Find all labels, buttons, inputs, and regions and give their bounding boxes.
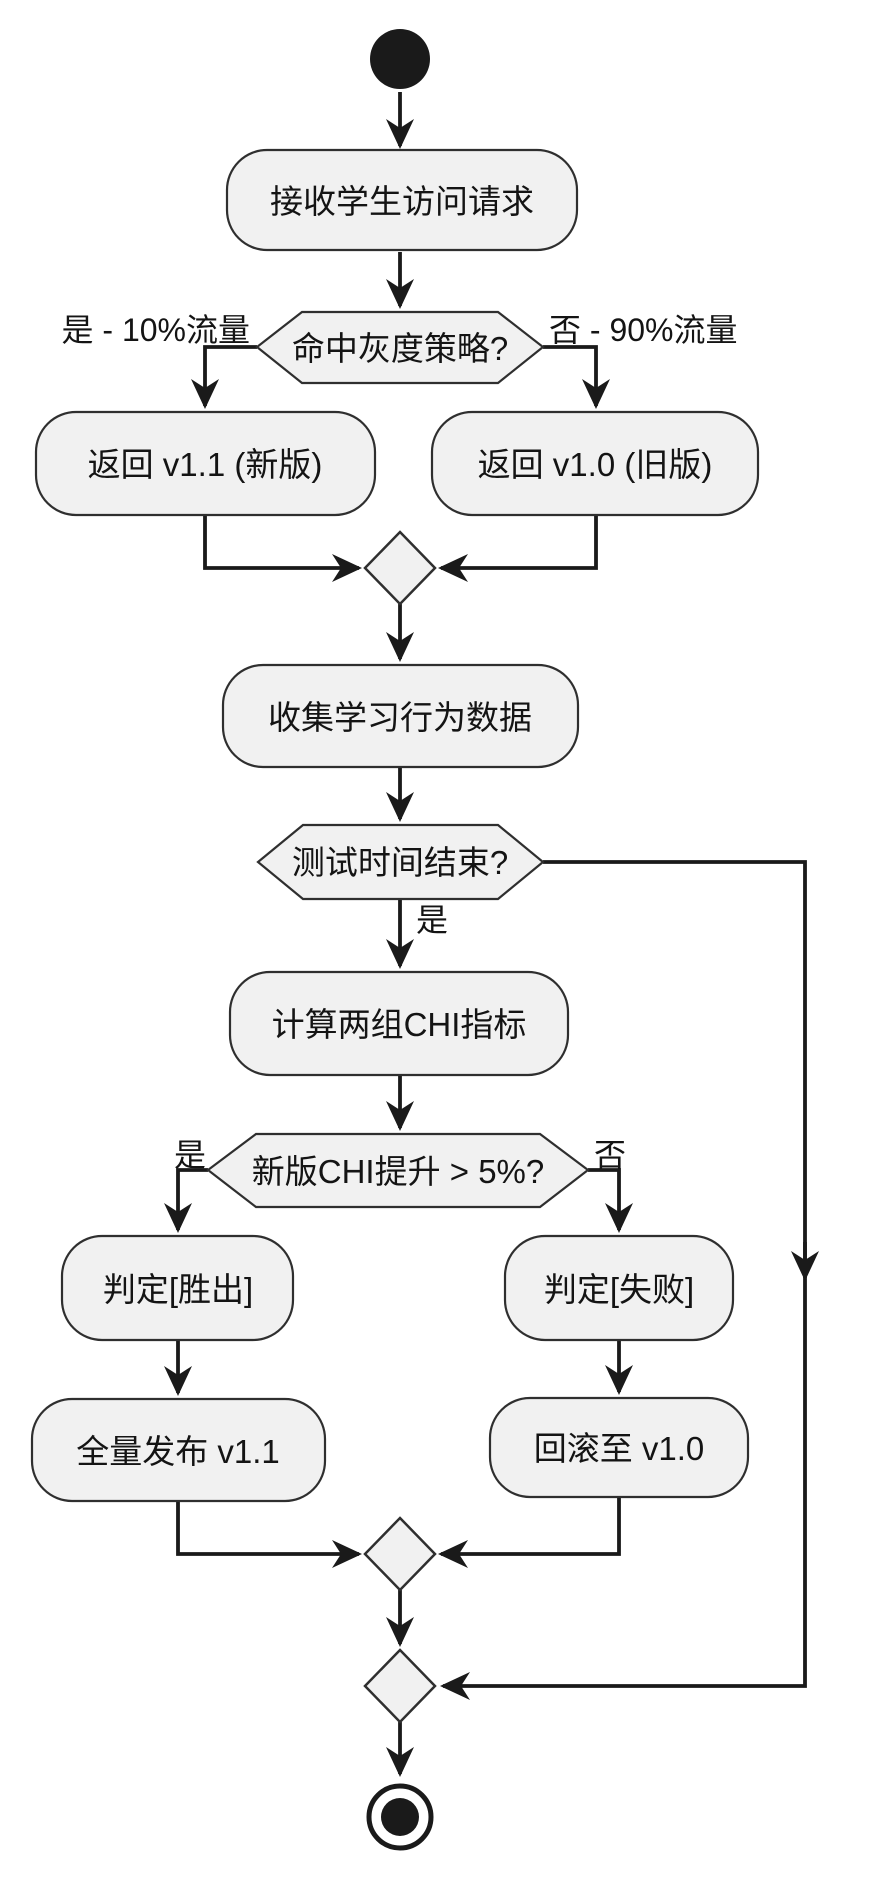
- edge-label-gray-no: 否 - 90%流量: [549, 312, 738, 348]
- activity-compute-chi: [228, 970, 570, 1077]
- activity-full-release-v11: [30, 1397, 327, 1503]
- activity-return-v10-label: 返回 v1.0 (旧版): [478, 446, 713, 483]
- activity-verdict-fail: [503, 1234, 735, 1342]
- edge-label-gray-yes: 是 - 10%流量: [62, 312, 251, 348]
- activity-rollback-v10-label: 回滚至 v1.0: [534, 1430, 705, 1467]
- activity-compute-chi-label: 计算两组CHI指标: [272, 1006, 527, 1043]
- activity-return-v11-label: 返回 v1.1 (新版): [88, 446, 323, 483]
- edge-release-to-merge2: [176, 1501, 362, 1568]
- merge-diamond-final: [363, 1648, 437, 1724]
- activity-verdict-win: [60, 1234, 295, 1342]
- end-node-core: [381, 1798, 419, 1836]
- edge-label-chi-no: 否: [594, 1137, 626, 1173]
- edge-return-new-to-merge: [203, 515, 362, 582]
- activity-rollback-v10: [488, 1396, 750, 1499]
- decision-chi-improvement: [206, 1132, 590, 1209]
- activity-full-release-v11-label: 全量发布 v1.1: [76, 1433, 280, 1470]
- activity-receive-request-label: 接收学生访问请求: [270, 183, 534, 220]
- decision-chi-improvement-label: 新版CHI提升 > 5%?: [252, 1153, 545, 1190]
- edge-return-old-to-merge: [438, 515, 598, 582]
- edge-gray-yes: [191, 345, 257, 409]
- start-node: [370, 29, 430, 89]
- merge-diamond-gray: [363, 530, 437, 606]
- activity-collect-data-label: 收集学习行为数据: [268, 699, 532, 736]
- activity-return-v10: [430, 410, 760, 517]
- edge-label-chi-yes: 是: [174, 1137, 206, 1173]
- activity-collect-data: [221, 663, 580, 769]
- edge-gray-no: [543, 345, 610, 409]
- activity-verdict-win-label: 判定[胜出]: [103, 1271, 253, 1308]
- decision-test-time-over-label: 测试时间结束?: [292, 844, 508, 881]
- edge-label-time-yes: 是: [416, 902, 448, 938]
- edge-chi-no: [588, 1168, 633, 1233]
- activity-return-v11: [34, 410, 377, 517]
- edge-rollback-to-merge2: [438, 1497, 621, 1568]
- edge-chi-yes: [164, 1168, 208, 1233]
- activity-receive-request: [225, 148, 579, 252]
- decision-test-time-over: [256, 823, 545, 901]
- decision-gray-policy-label: 命中灰度策略?: [292, 330, 508, 367]
- decision-gray-policy: [255, 310, 545, 385]
- activity-verdict-fail-label: 判定[失败]: [544, 1271, 694, 1308]
- merge-diamond-chi: [363, 1516, 437, 1592]
